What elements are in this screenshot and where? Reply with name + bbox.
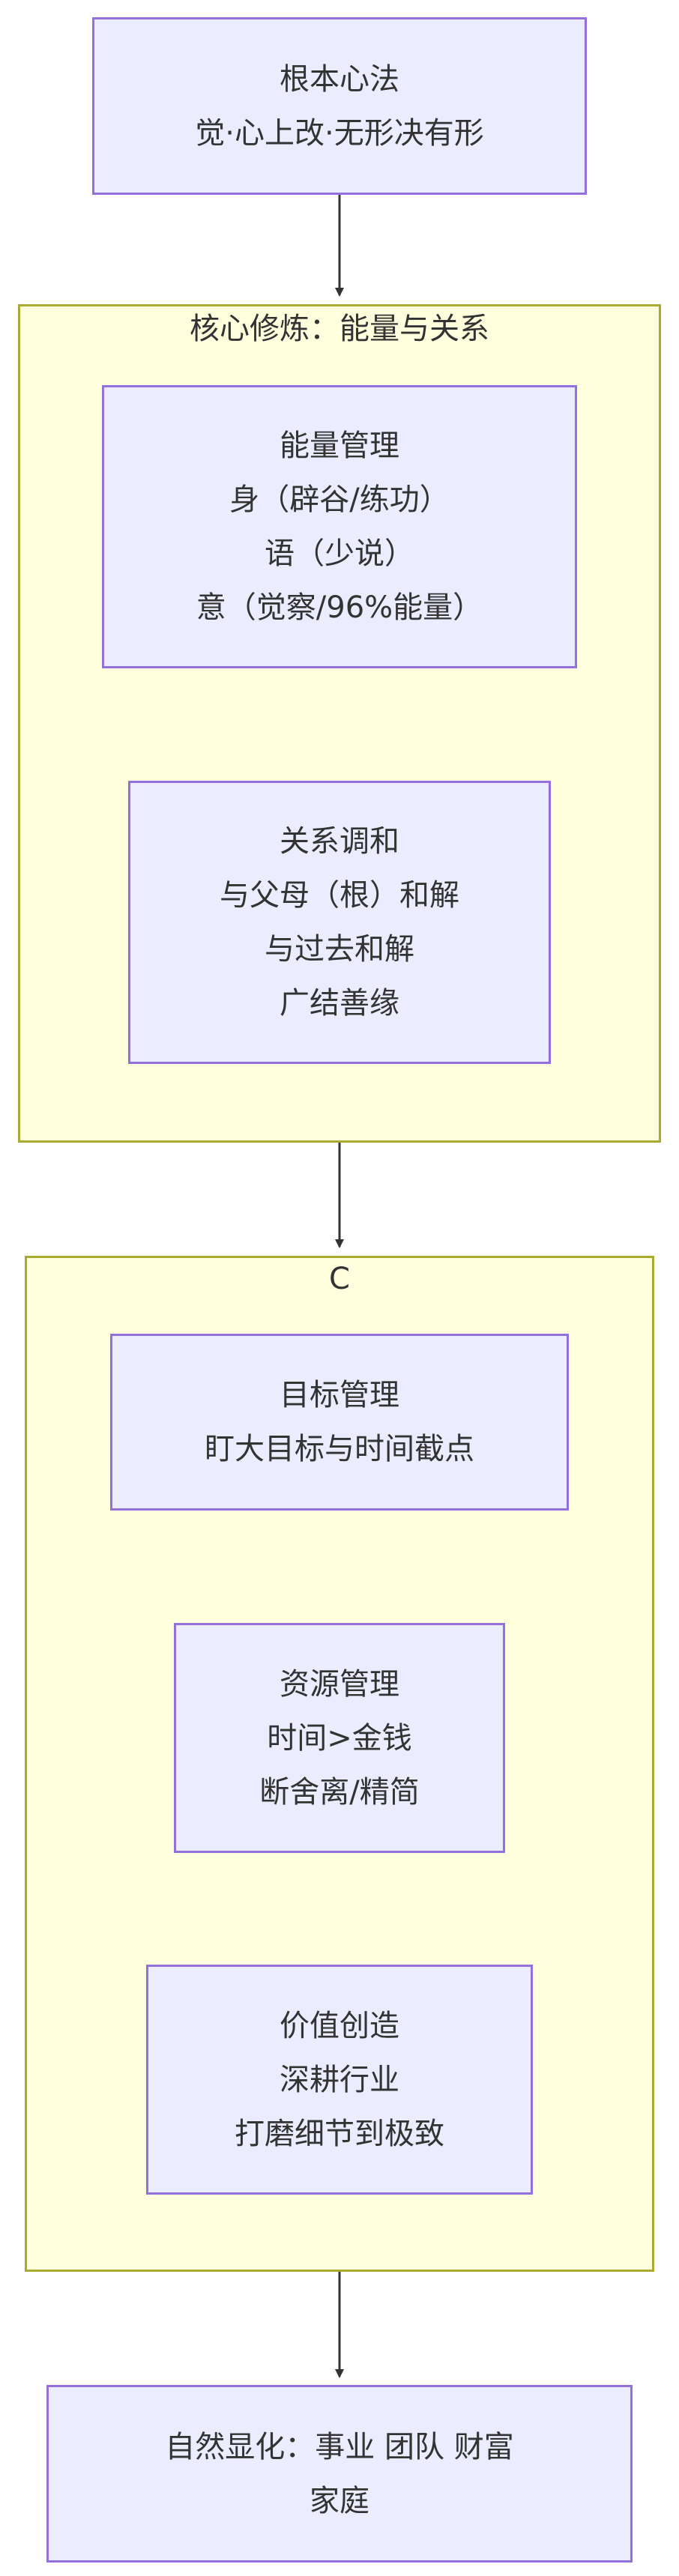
node-value-creation[interactable]: 价值创造 深耕行业 打磨细节到极致 xyxy=(146,1965,533,2195)
node-title: 自然显化：事业 团队 财富 xyxy=(165,2429,514,2464)
node-natural-manifestation[interactable]: 自然显化：事业 团队 财富 家庭 xyxy=(46,2385,633,2563)
node-line: 与父母（根）和解 xyxy=(220,878,459,913)
node-energy-management[interactable]: 能量管理 身（辟谷/练功） 语（少说） 意（觉察/96%能量） xyxy=(102,385,577,668)
node-line: 时间>金钱 xyxy=(267,1720,412,1756)
node-title: 关系调和 xyxy=(280,824,399,859)
node-title: 资源管理 xyxy=(280,1666,399,1702)
node-line: 与过去和解 xyxy=(265,932,414,967)
node-goal-management[interactable]: 目标管理 盯大目标与时间截点 xyxy=(110,1334,569,1511)
node-line: 身（辟谷/练功） xyxy=(229,483,450,517)
node-line: 打磨细节到极致 xyxy=(235,2116,444,2151)
node-line: 断舍离/精简 xyxy=(259,1774,420,1809)
node-title: 价值创造 xyxy=(280,2008,399,2043)
node-resource-management[interactable]: 资源管理 时间>金钱 断舍离/精简 xyxy=(174,1623,505,1853)
node-relationship-harmony[interactable]: 关系调和 与父母（根）和解 与过去和解 广结善缘 xyxy=(128,781,551,1064)
node-line: 家庭 xyxy=(310,2483,369,2518)
node-title: 根本心法 xyxy=(280,61,399,97)
node-line: 深耕行业 xyxy=(280,2062,399,2097)
node-title: 能量管理 xyxy=(280,429,399,463)
node-root-mind-method[interactable]: 根本心法 觉·心上改·无形决有形 xyxy=(92,17,587,195)
group-title: C xyxy=(329,1262,350,1296)
node-line: 盯大目标与时间截点 xyxy=(205,1432,474,1466)
node-line: 觉·心上改·无形决有形 xyxy=(195,115,484,151)
node-line: 广结善缘 xyxy=(280,986,399,1021)
node-title: 目标管理 xyxy=(280,1378,399,1412)
node-line: 意（觉察/96%能量） xyxy=(196,590,483,625)
node-line: 语（少说） xyxy=(265,536,414,571)
group-title: 核心修炼：能量与关系 xyxy=(190,312,489,346)
